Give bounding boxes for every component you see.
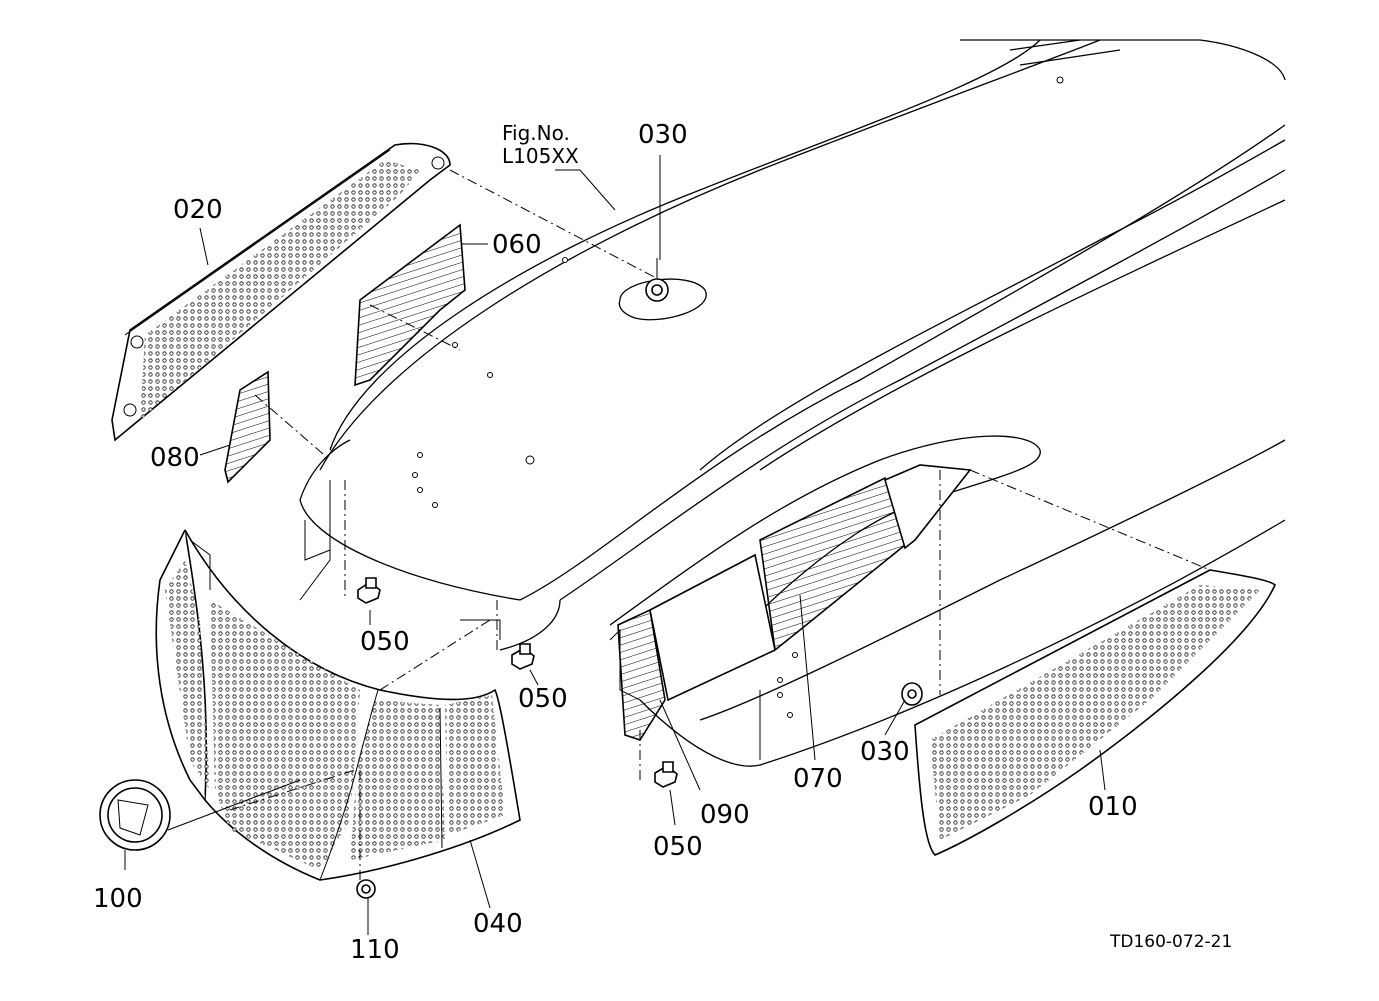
- drawing-code: TD160-072-21: [1109, 932, 1232, 952]
- figure-ref-line1: Fig.No.: [502, 121, 570, 145]
- callout-020: 020: [173, 195, 223, 225]
- callout-040: 040: [473, 909, 523, 939]
- callout-050-b: 050: [518, 684, 568, 714]
- callout-090: 090: [700, 800, 750, 830]
- callout-060: 060: [492, 230, 542, 260]
- part-020-top-grille: [111, 142, 451, 442]
- callout-030-top: 030: [638, 120, 688, 150]
- part-030-nut-side: [901, 682, 923, 706]
- part-010-side-panel: [914, 569, 1276, 856]
- figure-ref-line2: L105XX: [502, 144, 579, 168]
- callout-050-a: 050: [360, 627, 410, 657]
- part-100-emblem: [99, 779, 301, 851]
- callout-110: 110: [350, 935, 400, 965]
- callout-030-side: 030: [860, 737, 910, 767]
- part-040-front-grille: [155, 529, 521, 881]
- part-060-hatched-seal: [354, 223, 466, 387]
- part-070-hatched-seal: [759, 464, 972, 652]
- callout-080: 080: [150, 443, 200, 473]
- callout-070: 070: [793, 764, 843, 794]
- callout-010: 010: [1088, 792, 1138, 822]
- part-050-bolt-a: [357, 577, 381, 604]
- bonnet-hood: [299, 39, 1286, 767]
- part-050-bolt-b: [511, 643, 535, 670]
- leader-lines: [124, 155, 1106, 935]
- part-050-bolt-c: [654, 761, 678, 788]
- part-080-hatched-seal: [224, 370, 271, 484]
- part-110-nut: [356, 879, 376, 899]
- part-090-hatched-seal: [617, 553, 776, 741]
- part-030-nut-top: [645, 258, 669, 302]
- assembly-lines: [229, 169, 1211, 880]
- callout-100: 100: [93, 884, 143, 914]
- callout-050-c: 050: [653, 832, 703, 862]
